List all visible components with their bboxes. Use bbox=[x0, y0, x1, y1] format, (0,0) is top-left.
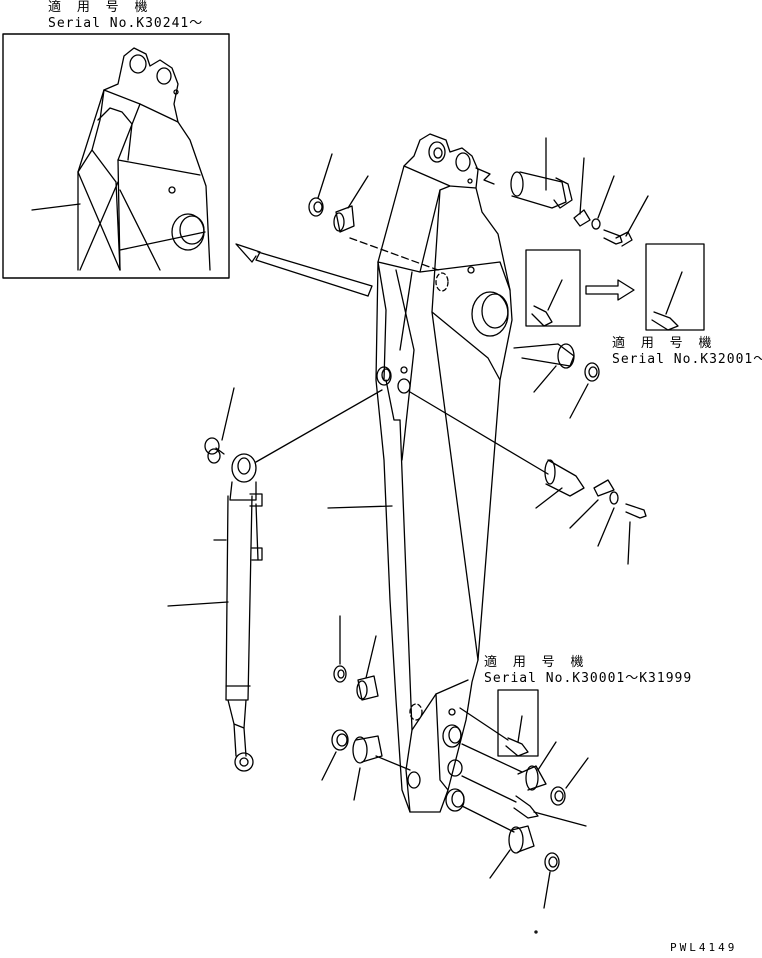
note-lower-serial: Serial No.K30001～K31999 bbox=[484, 671, 693, 686]
boom bbox=[375, 133, 513, 813]
note-top-left-jp: 適 用 号 機 bbox=[48, 0, 152, 15]
lower-bushings bbox=[321, 615, 411, 801]
side-bushing bbox=[513, 343, 600, 419]
lower-grease-box bbox=[459, 689, 589, 934]
drawing-code: PWL4149 bbox=[670, 941, 738, 954]
note-right-serial: Serial No.K32001～ bbox=[612, 352, 762, 367]
note-lower-jp: 適 用 号 機 bbox=[484, 655, 588, 670]
note-right-jp: 適 用 号 機 bbox=[612, 336, 716, 351]
note-top-left-serial: Serial No.K30241～ bbox=[48, 16, 204, 31]
top-bushing bbox=[308, 153, 369, 233]
inset-arrow bbox=[235, 243, 373, 297]
top-pin-assembly bbox=[510, 137, 649, 247]
boom-leader-line bbox=[327, 505, 393, 509]
inset-detail-view bbox=[2, 33, 230, 279]
cylinder-pin-assembly bbox=[409, 391, 647, 565]
grease-fitting-box bbox=[525, 243, 705, 331]
pin-centerline bbox=[349, 237, 439, 271]
boom-cylinder bbox=[167, 387, 383, 772]
